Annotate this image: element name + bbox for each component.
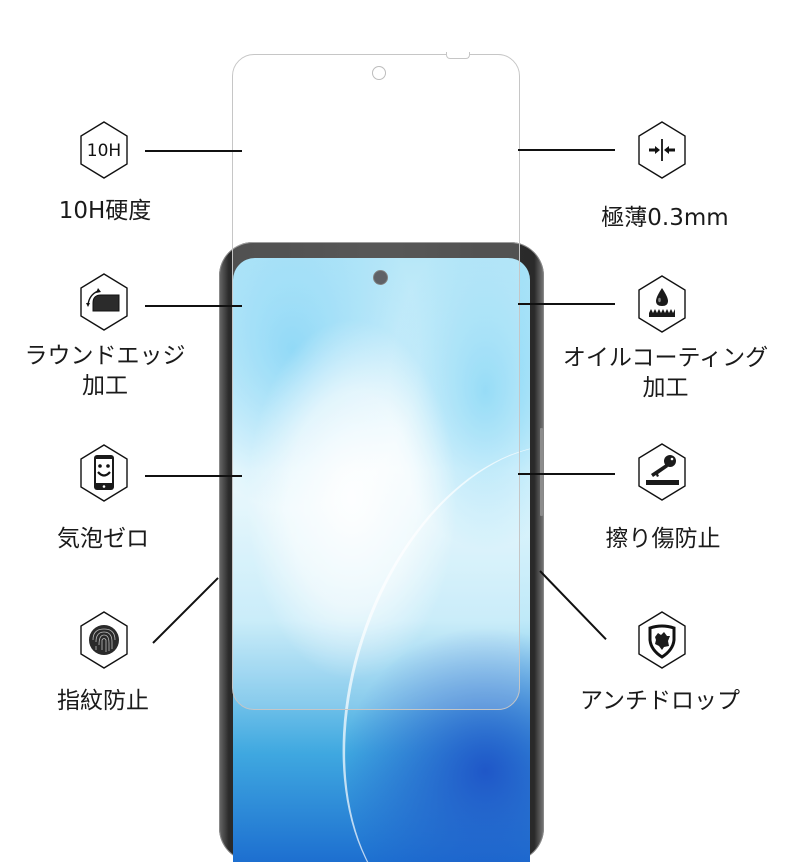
label-oil-coating-line2: 加工 xyxy=(642,375,689,401)
callout-line-ultra-thin xyxy=(518,149,615,151)
callout-line-round-edge xyxy=(145,305,242,307)
label-anti-fingerprint-text: 指紋防止 xyxy=(57,688,149,714)
hexagon-10h-icon: 10H xyxy=(79,121,129,179)
film-camera-cutout xyxy=(372,66,386,80)
label-scratch-resistant-text: 擦り傷防止 xyxy=(605,526,721,552)
label-bubble-free-text: 気泡ゼロ xyxy=(57,526,149,552)
label-round-edge-line1: ラウンドエッジ xyxy=(24,343,186,369)
phone-screen-wallpaper xyxy=(233,258,530,862)
label-scratch-resistant: 擦り傷防止 xyxy=(588,524,738,554)
callout-line-bubble-free xyxy=(145,475,242,477)
round-edge-icon xyxy=(79,273,129,331)
fingerprint-icon xyxy=(79,611,129,669)
callout-line-anti-drop xyxy=(539,570,607,641)
screen-protector-film xyxy=(232,54,520,710)
shield-icon xyxy=(637,611,687,669)
callout-line-anti-fingerprint xyxy=(152,577,219,644)
phone-side-button xyxy=(540,428,543,516)
smartphone xyxy=(219,242,544,862)
callout-line-scratch-resistant xyxy=(518,473,615,475)
label-bubble-free: 気泡ゼロ xyxy=(38,524,168,554)
label-ultra-thin-text: 極薄0.3mm xyxy=(601,205,729,231)
smiling-phone-icon xyxy=(79,444,129,502)
label-anti-drop: アンチドロップ xyxy=(560,686,760,716)
label-hardness: 10H硬度 xyxy=(40,196,170,226)
label-ultra-thin: 極薄0.3mm xyxy=(575,203,755,233)
label-round-edge: ラウンドエッジ 加工 xyxy=(5,341,205,401)
label-hardness-text: 10H硬度 xyxy=(58,198,152,224)
thin-arrows-icon xyxy=(637,121,687,179)
label-round-edge-line2: 加工 xyxy=(82,373,128,399)
phone-front-camera xyxy=(374,271,387,284)
label-oil-coating: オイルコーティング 加工 xyxy=(543,343,788,403)
label-anti-drop-text: アンチドロップ xyxy=(579,688,741,714)
label-anti-fingerprint: 指紋防止 xyxy=(38,686,168,716)
callout-line-hardness xyxy=(145,150,242,152)
key-scratch-icon xyxy=(637,443,687,501)
film-speaker-notch xyxy=(446,52,470,59)
hex-10h-text: 10H xyxy=(87,141,121,161)
label-oil-coating-line1: オイルコーティング xyxy=(562,345,769,371)
oil-drop-icon xyxy=(637,275,687,333)
callout-line-oil-coating xyxy=(518,303,615,305)
